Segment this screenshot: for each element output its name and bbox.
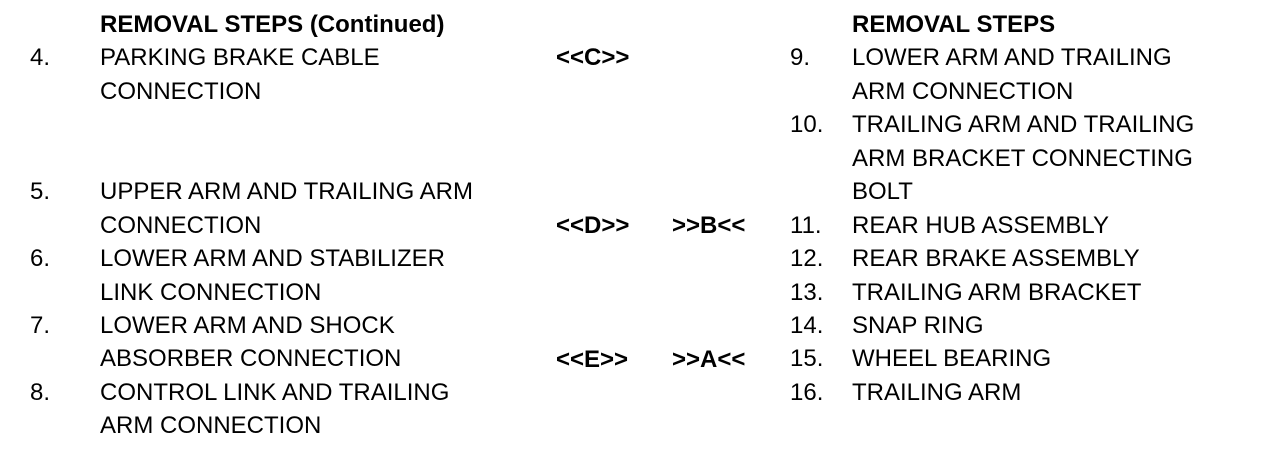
column-header-row: REMOVAL STEPS (Continued) — [30, 8, 580, 41]
step-row-6: 6. LOWER ARM AND STABILIZER — [30, 242, 580, 275]
step-text-line: ARM CONNECTION — [852, 77, 1074, 105]
callout-marker-c: <<C>> — [556, 44, 630, 72]
step-text-line: BOLT — [852, 178, 913, 206]
step-row-10: 10. TRAILING ARM AND TRAILING — [790, 108, 1276, 141]
column-header: REMOVAL STEPS (Continued) — [100, 11, 445, 38]
step-row-6-cont: LINK CONNECTION — [30, 276, 580, 309]
step-row-12: 12. REAR BRAKE ASSEMBLY — [790, 242, 1276, 275]
step-number: 8. — [30, 378, 51, 406]
step-row-10-cont: BOLT — [790, 175, 1276, 208]
step-text-line: ARM BRACKET CONNECTING — [852, 144, 1193, 172]
step-text-line: LOWER ARM AND STABILIZER — [100, 245, 445, 273]
callout-marker-b: >>B<< — [672, 211, 746, 239]
step-number: 15. — [790, 345, 824, 373]
step-text-line: LOWER ARM AND SHOCK — [100, 311, 395, 339]
column-header-row: REMOVAL STEPS — [790, 8, 1276, 41]
step-text-line: REAR BRAKE ASSEMBLY — [852, 245, 1140, 273]
callout-marker-a: >>A<< — [672, 345, 746, 373]
step-row-8-cont: ARM CONNECTION — [30, 409, 580, 442]
step-row-16: 16. TRAILING ARM — [790, 376, 1276, 409]
step-row-8: 8. CONTROL LINK AND TRAILING — [30, 376, 580, 409]
step-number: 9. — [790, 44, 811, 72]
step-row-5-cont: CONNECTION — [30, 209, 580, 242]
step-number: 6. — [30, 245, 51, 273]
step-number: 13. — [790, 278, 824, 306]
step-text-line: TRAILING ARM BRACKET — [852, 278, 1142, 306]
step-text-line: LINK CONNECTION — [100, 278, 322, 306]
column-header: REMOVAL STEPS — [852, 11, 1056, 38]
step-number: 12. — [790, 245, 824, 273]
step-row-11: 11. REAR HUB ASSEMBLY — [790, 209, 1276, 242]
step-number: 4. — [30, 44, 51, 72]
step-number: 14. — [790, 311, 824, 339]
step-text-line: REAR HUB ASSEMBLY — [852, 211, 1109, 239]
removal-steps-column: REMOVAL STEPS 9. LOWER ARM AND TRAILING … — [790, 8, 1276, 409]
removal-steps-continued-column: REMOVAL STEPS (Continued) 4. PARKING BRA… — [30, 8, 580, 443]
step-row-9-cont: ARM CONNECTION — [790, 75, 1276, 108]
step-text-line: CONNECTION — [100, 77, 262, 105]
step-row-7-cont: ABSORBER CONNECTION — [30, 342, 580, 375]
step-row-4-cont: CONNECTION — [30, 75, 580, 108]
step-text-line: TRAILING ARM — [852, 378, 1022, 406]
step-row-9: 9. LOWER ARM AND TRAILING — [790, 41, 1276, 74]
step-text-line: WHEEL BEARING — [852, 345, 1052, 373]
step-text-line: LOWER ARM AND TRAILING — [852, 44, 1172, 72]
step-row-7: 7. LOWER ARM AND SHOCK — [30, 309, 580, 342]
step-text-line: ARM CONNECTION — [100, 412, 322, 440]
step-text-line: CONTROL LINK AND TRAILING — [100, 378, 450, 406]
step-text-line: SNAP RING — [852, 311, 984, 339]
step-row-13: 13. TRAILING ARM BRACKET — [790, 276, 1276, 309]
step-row-15: 15. WHEEL BEARING — [790, 342, 1276, 375]
callout-marker-d: <<D>> — [556, 211, 630, 239]
step-number: 11. — [790, 211, 822, 239]
step-row-5: 5. UPPER ARM AND TRAILING ARM — [30, 175, 580, 208]
step-text-line: UPPER ARM AND TRAILING ARM — [100, 178, 473, 206]
step-number: 16. — [790, 378, 824, 406]
step-text-line: CONNECTION — [100, 211, 262, 239]
step-text-line: ABSORBER CONNECTION — [100, 345, 402, 373]
callout-marker-e: <<E>> — [556, 345, 629, 373]
step-number: 10. — [790, 111, 824, 139]
step-text-line: TRAILING ARM AND TRAILING — [852, 111, 1195, 139]
step-row-14: 14. SNAP RING — [790, 309, 1276, 342]
step-number: 7. — [30, 311, 51, 339]
step-row-4: 4. PARKING BRAKE CABLE — [30, 41, 580, 74]
step-text-line: PARKING BRAKE CABLE — [100, 44, 380, 72]
step-row-10-cont: ARM BRACKET CONNECTING — [790, 142, 1276, 175]
step-number: 5. — [30, 178, 51, 206]
